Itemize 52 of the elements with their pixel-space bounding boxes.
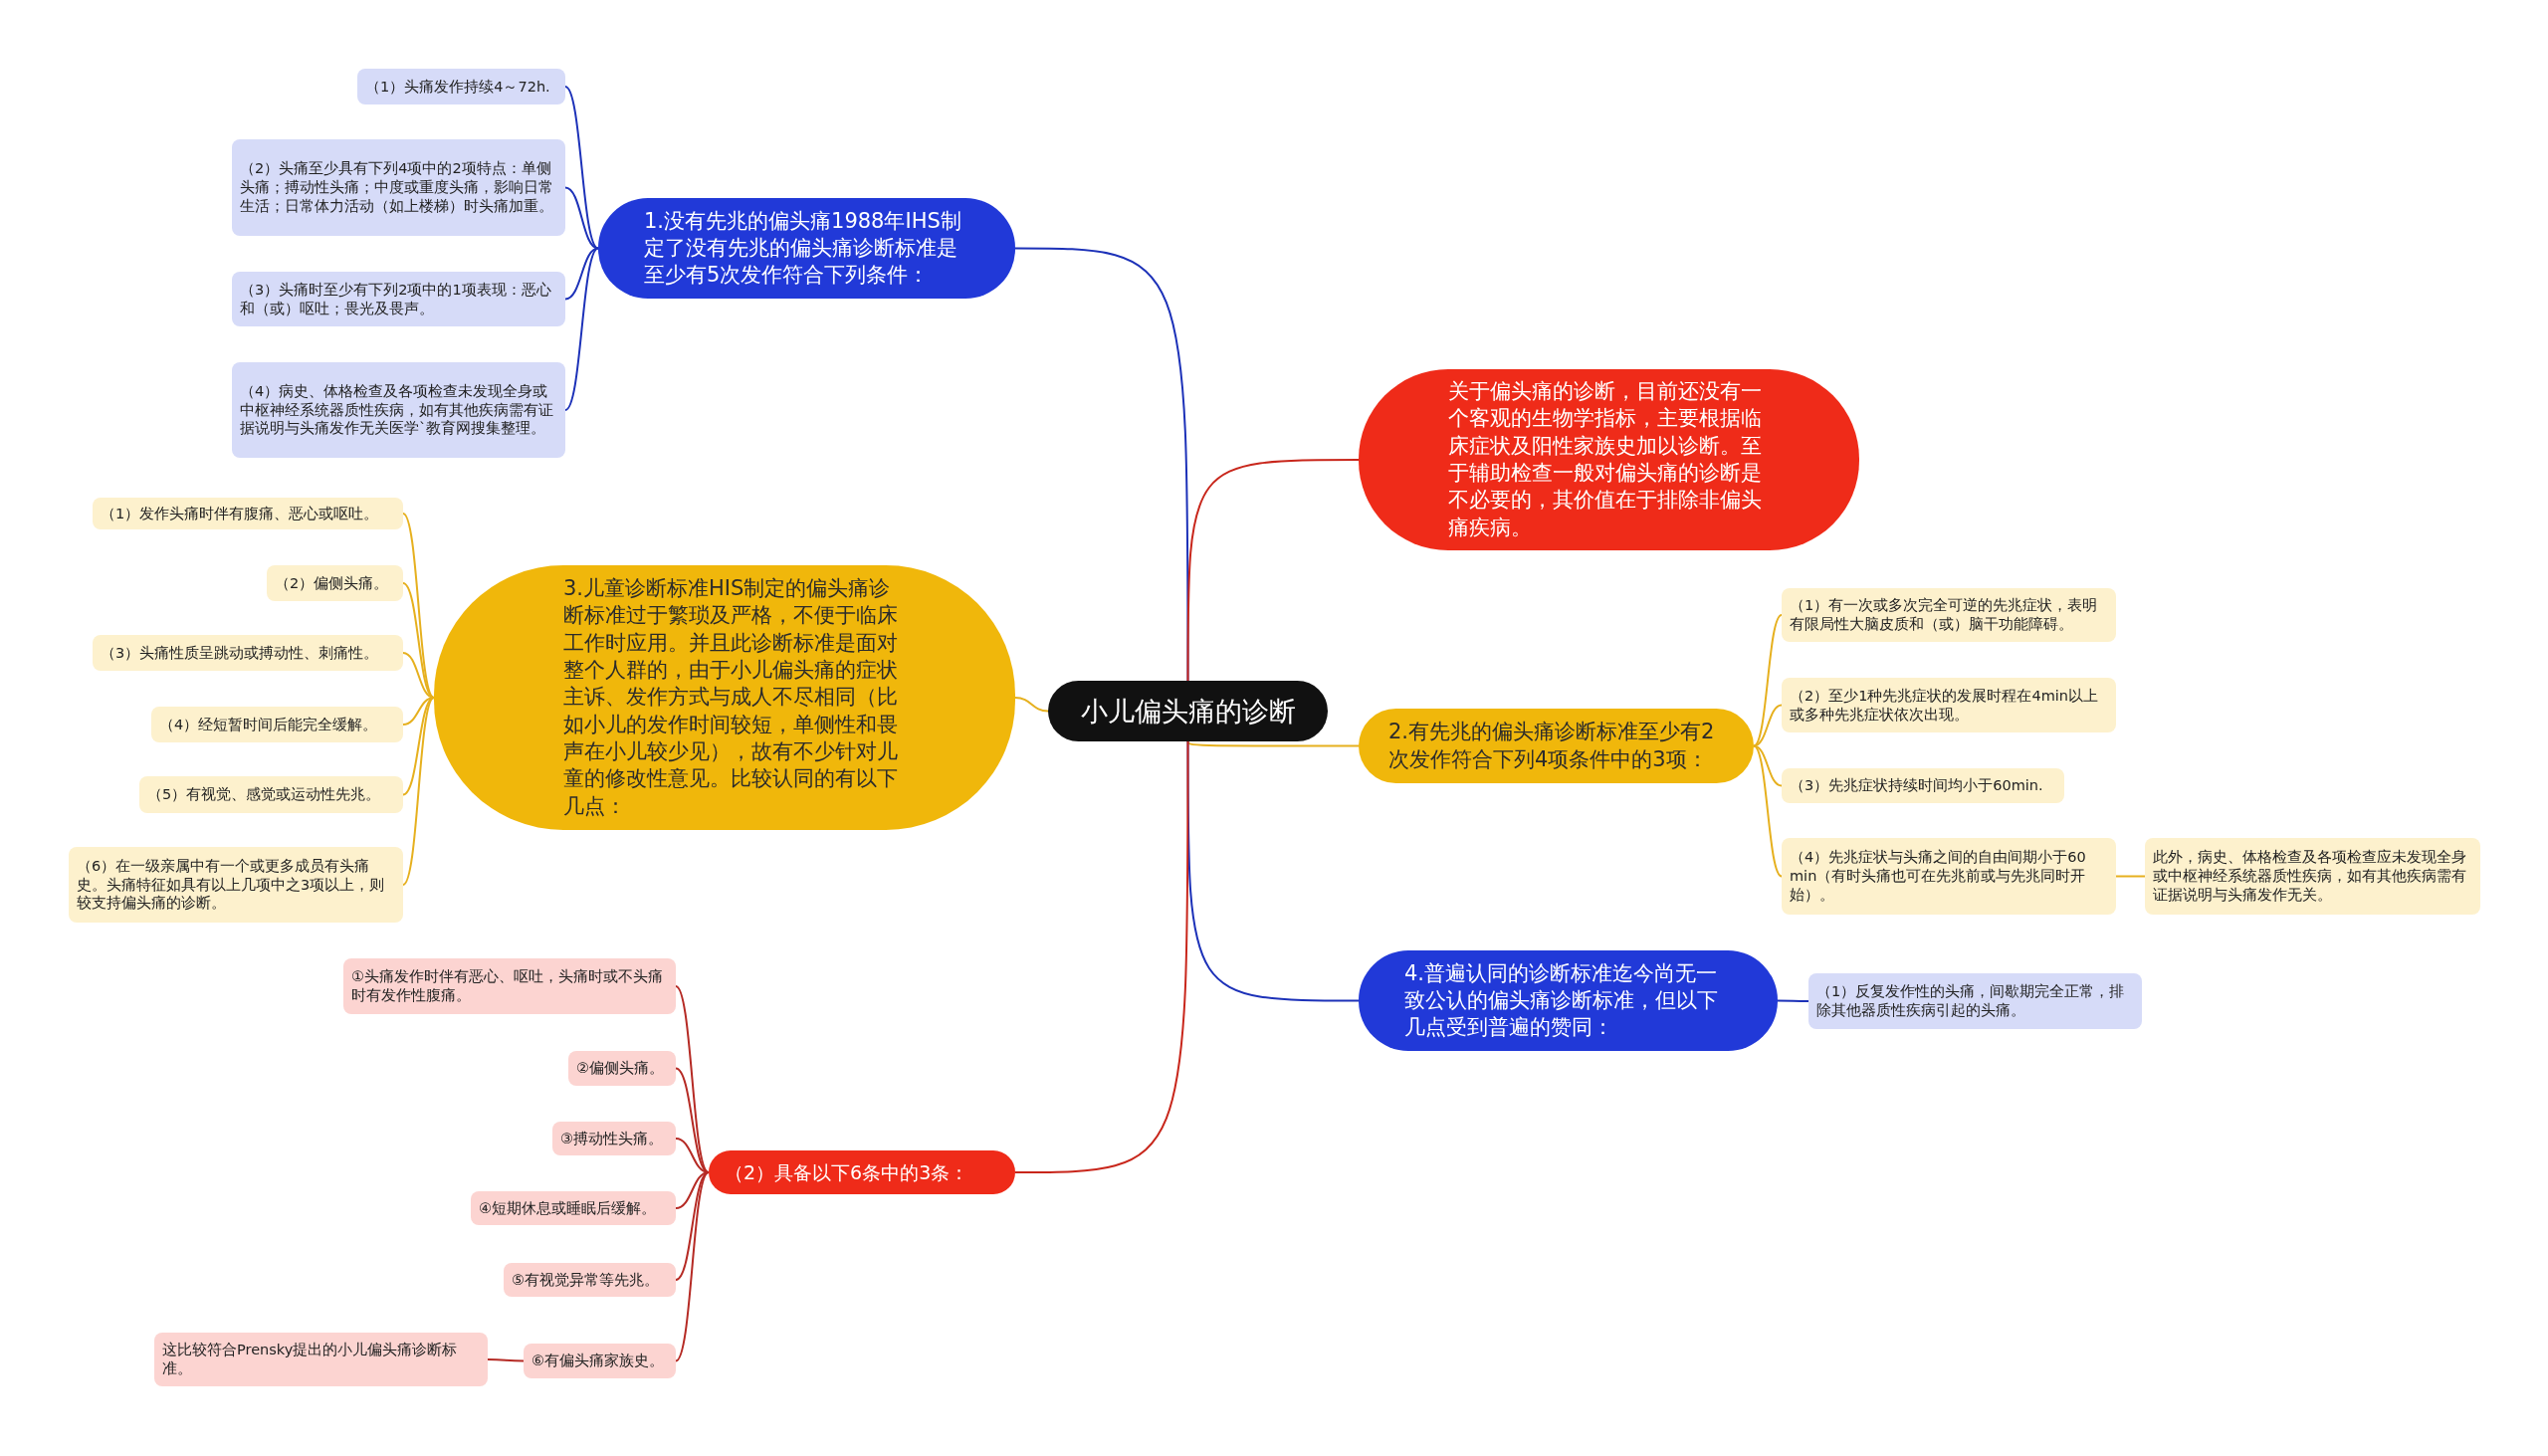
connector — [1014, 740, 1189, 1173]
connector — [1014, 247, 1189, 682]
subtopic-box: ⑥有偏头痛家族史。 — [524, 1344, 676, 1378]
central-topic: 小儿偏头痛的诊断 — [1048, 681, 1328, 741]
subtopic-box: （1）头痛发作持续4～72h. — [357, 69, 565, 104]
connector — [402, 697, 435, 886]
topic-bubble: 关于偏头痛的诊断，目前还没有一个客观的生物学指标，主要根据临床症状及阳性家族史加以诊断。至于辅助检查一般对偏头痛的诊断是不必要的，其价值在于排除非偏头痛疾病。 — [1359, 369, 1859, 550]
subtopic-box: （1）有一次或多次完全可逆的先兆症状，表明有限局性大脑皮质和（或）脑干功能障碍。 — [1782, 588, 2116, 642]
subtopic-box: （5）有视觉、感觉或运动性先兆。 — [139, 776, 403, 813]
connector — [564, 186, 599, 250]
connector — [564, 86, 599, 250]
connector — [1753, 614, 1783, 747]
connector — [675, 985, 710, 1173]
subtopic-box: （2）至少1种先兆症状的发展时程在4min以上或多种先兆症状依次出现。 — [1782, 678, 2116, 732]
connector — [1186, 740, 1360, 747]
subtopic-box: ③搏动性头痛。 — [552, 1122, 676, 1155]
connector — [675, 1171, 710, 1362]
connector — [487, 1358, 525, 1362]
topic-bubble: 1.没有先兆的偏头痛1988年IHS制定了没有先兆的偏头痛诊断标准是至少有5次发作符合下列条件： — [598, 198, 1015, 299]
connector — [402, 582, 435, 699]
connector — [564, 247, 599, 301]
connector — [675, 1067, 710, 1173]
subtopic-box: （3）头痛时至少有下列2项中的1项表现：恶心和（或）呕吐；畏光及畏声。 — [232, 272, 565, 326]
subtopic-box: ②偏侧头痛。 — [568, 1051, 676, 1086]
subtopic-box: （1）发作头痛时伴有腹痛、恶心或呕吐。 — [93, 498, 403, 529]
topic-bubble: （2）具备以下6条中的3条： — [709, 1150, 1015, 1194]
connector — [1014, 697, 1049, 713]
subtopic-box: （3）先兆症状持续时间均小于60min. — [1782, 768, 2064, 803]
connector — [1753, 704, 1783, 747]
subtopic-box: （4）经短暂时间后能完全缓解。 — [151, 707, 403, 742]
subtopic-box: （3）头痛性质呈跳动或搏动性、刺痛性。 — [93, 635, 403, 671]
topic-bubble: 4.普遍认同的诊断标准迄今尚无一致公认的偏头痛诊断标准，但以下几点受到普遍的赞同： — [1359, 950, 1778, 1051]
connector — [1753, 744, 1783, 878]
connector — [1186, 740, 1360, 1002]
subtopic-box: （2）头痛至少具有下列4项中的2项特点：单侧头痛；搏动性头痛；中度或重度头痛，影响日常生活；日常体力活动（如上楼梯）时头痛加重。 — [232, 139, 565, 236]
subtopic-box: ①头痛发作时伴有恶心、呕吐，头痛时或不头痛时有发作性腹痛。 — [343, 958, 676, 1014]
connector — [1777, 999, 1809, 1002]
subtopic-box: 此外，病史、体格检查及各项检查应未发现全身或中枢神经系统器质性疾病，如有其他疾病需有证据说明与头痛发作无关。 — [2145, 838, 2480, 915]
topic-bubble: 3.儿童诊断标准HIS制定的偏头痛诊断标准过于繁琐及严格，不便于临床工作时应用。并且此诊断标准是面对整个人群的，由于小儿偏头痛的症状主诉、发作方式与成人不尽相同（比如小儿的发作时间较短，单侧性和畏声在小儿较少见），故有不少针对儿童的修改性意见。比较认同的有以下几点： — [434, 565, 1015, 830]
subtopic-box: 这比较符合Prensky提出的小儿偏头痛诊断标准。 — [154, 1333, 488, 1386]
topic-bubble: 2.有先兆的偏头痛诊断标准至少有2次发作符合下列4项条件中的3项： — [1359, 709, 1754, 783]
connector — [564, 247, 599, 411]
subtopic-box: （4）病史、体格检查及各项检查未发现全身或中枢神经系统器质性疾病，如有其他疾病需有证据说明与头痛发作无关医学`教育网搜集整理。 — [232, 362, 565, 458]
subtopic-box: ⑤有视觉异常等先兆。 — [504, 1263, 676, 1297]
connector — [2115, 875, 2146, 878]
subtopic-box: （4）先兆症状与头痛之间的自由间期小于60 min（有时头痛也可在先兆前或与先兆同时开始）。 — [1782, 838, 2116, 915]
subtopic-box: （1）反复发作性的头痛，间歇期完全正常，排除其他器质性疾病引起的头痛。 — [1808, 973, 2142, 1029]
subtopic-box: （6）在一级亲属中有一个或更多成员有头痛史。头痛特征如具有以上几项中之3项以上，则较支持偏头痛的诊断。 — [69, 847, 403, 923]
connector — [1186, 459, 1360, 682]
subtopic-box: ④短期休息或睡眠后缓解。 — [471, 1191, 676, 1225]
connector — [1753, 744, 1783, 787]
subtopic-box: （2）偏侧头痛。 — [267, 565, 403, 601]
